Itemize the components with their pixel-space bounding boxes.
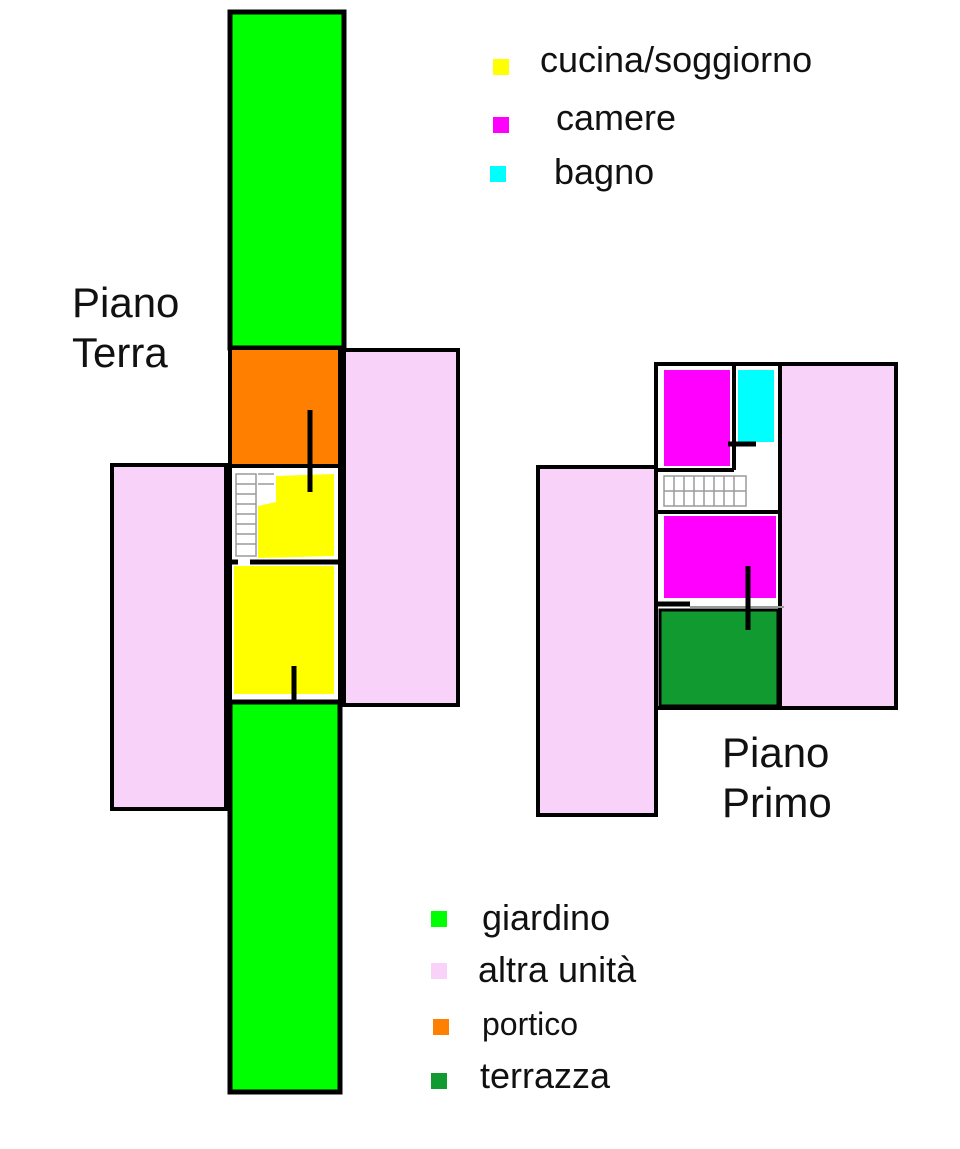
ground-floor-title-line2: Terra [72,329,168,377]
legend-label-portico: portico [482,1006,579,1042]
ground-floor-title-line1: Piano [72,279,180,326]
legend-label-cucina-soggiorno: cucina/soggiorno [540,39,813,80]
ground-portico [228,346,342,468]
legend-label-camere: camere [556,97,677,138]
ground-living-lower [234,566,334,694]
ground-kitchen-upper [258,474,334,558]
legend-label-giardino: giardino [482,897,611,938]
first-floor-title-line2: Primo [722,779,832,827]
first-bedroom-top [664,370,730,466]
yellow-square-icon [493,59,509,75]
ground-garden-back [227,699,343,1095]
first-other-unit-left [536,465,658,817]
legend-label-terrazza: terrazza [480,1055,611,1096]
cyan-square-icon [490,166,506,182]
orange-square-icon [433,1019,449,1035]
legend-label-bagno: bagno [554,151,655,192]
ground-other-unit-left [110,463,228,811]
first-other-unit-right [778,362,898,710]
legend-label-altra-unita: altra unità [478,949,637,990]
first-bedroom-bottom [664,516,776,598]
dark-green-square-icon [431,1073,447,1089]
ground-garden-front [227,9,347,351]
magenta-square-icon [493,117,509,133]
first-floor-title-line1: Piano [722,729,830,776]
green-square-icon [431,911,447,927]
first-terrace [658,608,780,708]
first-floor-title: Piano Primo [722,728,832,829]
pink-square-icon [431,963,447,979]
ground-stairs [235,473,274,557]
ground-other-unit-right [342,348,460,707]
first-stairs [663,475,747,507]
first-bathroom [738,370,774,442]
ground-floor-title: Piano Terra [72,278,179,379]
